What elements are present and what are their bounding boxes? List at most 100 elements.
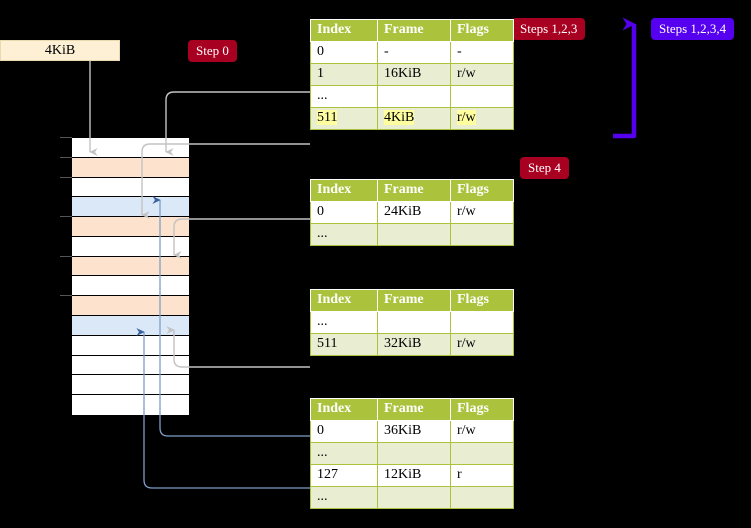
table-row[interactable]: 0-- [310, 41, 514, 64]
cell-flags [450, 486, 514, 509]
memory-frame-row[interactable] [72, 157, 189, 178]
column-header-index: Index [310, 398, 378, 421]
table-row[interactable]: 511 32KiB r/w [310, 333, 514, 356]
table-row[interactable]: 127 12KiB r [310, 464, 514, 487]
frame-4kib-label: 4KiB [44, 42, 76, 58]
cell-index: ... [310, 311, 378, 334]
memory-frame-row[interactable] [72, 177, 189, 198]
column-header-flags: Flags [450, 179, 514, 202]
cell-text: - [457, 44, 462, 59]
cell-frame: 4KiB [377, 107, 451, 130]
memory-frame-row[interactable] [72, 217, 189, 237]
cell-frame: 24KiB [377, 201, 451, 224]
cell-text: 0 [317, 204, 324, 219]
cell-text: 32KiB [384, 336, 422, 351]
table-row[interactable]: ... [310, 486, 514, 509]
cell-text: ... [317, 489, 328, 504]
memory-frame-row[interactable] [72, 335, 189, 356]
cell-frame: 12KiB [377, 464, 451, 487]
cell-text: r/w [457, 204, 476, 219]
cell-frame [377, 223, 451, 246]
column-header-flags: Flags [450, 19, 514, 42]
cell-flags: r/w [450, 201, 514, 224]
cell-index: ... [310, 223, 378, 246]
memory-row-tick [60, 156, 72, 158]
cell-frame [377, 442, 451, 465]
cell-index: 0 [310, 420, 378, 443]
cell-text: ... [317, 314, 328, 329]
cell-index: 1 [310, 63, 378, 86]
cell-text: r/w [457, 336, 476, 351]
memory-frame-row[interactable] [72, 236, 189, 257]
cell-index: 0 [310, 41, 378, 64]
memory-frame-row[interactable] [72, 256, 189, 277]
cell-flags: - [450, 41, 514, 64]
memory-frame-row[interactable] [72, 276, 189, 297]
memory-frame-row[interactable] [72, 375, 189, 396]
table-row[interactable]: ... [310, 223, 514, 246]
table-row[interactable]: 0 24KiB r/w [310, 201, 514, 224]
table-row[interactable]: ... [310, 442, 514, 465]
column-header-frame: Frame [377, 289, 451, 312]
column-header-index: Index [310, 289, 378, 312]
cell-text: 127 [317, 467, 338, 482]
cell-text: 12KiB [384, 467, 422, 482]
table-row[interactable]: 511 4KiB r/w [310, 107, 514, 130]
column-header-flags: Flags [450, 398, 514, 421]
memory-frame-row[interactable] [72, 316, 189, 336]
memory-frame-row[interactable] [72, 138, 189, 158]
cell-text: 24KiB [384, 204, 422, 219]
cell-text: 36KiB [384, 423, 422, 438]
label-step-4: Step 4 [521, 158, 568, 178]
memory-frame-row[interactable] [72, 197, 189, 218]
cell-index: 511 [310, 107, 378, 130]
cell-flags [450, 223, 514, 246]
cell-index: 0 [310, 201, 378, 224]
memory-row-tick [60, 137, 72, 138]
cell-text: - [384, 44, 389, 59]
cell-frame: - [377, 41, 451, 64]
memory-frame-row[interactable] [72, 395, 189, 415]
memory-frame-row[interactable] [72, 296, 189, 317]
cell-frame: 16KiB [377, 63, 451, 86]
cell-index: ... [310, 486, 378, 509]
cell-flags: r/w [450, 107, 514, 130]
cell-flags [450, 85, 514, 108]
cell-text: 1 [317, 66, 324, 81]
cell-text: 511 [317, 110, 338, 125]
cell-flags: r/w [450, 63, 514, 86]
cell-text: r [457, 467, 462, 482]
cell-flags: r/w [450, 420, 514, 443]
table-row[interactable]: ... [310, 85, 514, 108]
wire-t2-to-frame [173, 218, 310, 259]
cell-frame [377, 486, 451, 509]
table-row[interactable]: ... [310, 311, 514, 334]
memory-row-tick [60, 176, 72, 178]
table-row[interactable]: 1 16KiB r/w [310, 63, 514, 86]
memory-frame-row[interactable] [72, 355, 189, 376]
cell-index: 511 [310, 333, 378, 356]
column-header-flags: Flags [450, 289, 514, 312]
memory-row-tick [60, 216, 72, 218]
cell-text: r/w [457, 66, 476, 81]
table-row[interactable]: 0 36KiB r/w [310, 420, 514, 443]
cell-text: ... [317, 445, 328, 460]
cell-frame [377, 311, 451, 334]
column-header-index: Index [310, 19, 378, 42]
column-header-frame: Frame [377, 398, 451, 421]
cell-flags [450, 442, 514, 465]
cell-index: ... [310, 442, 378, 465]
memory-row-tick [60, 295, 72, 297]
cell-text: r/w [457, 110, 476, 125]
label-step-0: Step 0 [189, 41, 236, 61]
column-header-frame: Frame [377, 19, 451, 42]
column-header-index: Index [310, 179, 378, 202]
cell-flags: r/w [450, 333, 514, 356]
cell-text: 511 [317, 336, 338, 351]
cell-text: 0 [317, 423, 324, 438]
cell-frame: 32KiB [377, 333, 451, 356]
cell-index: ... [310, 85, 378, 108]
